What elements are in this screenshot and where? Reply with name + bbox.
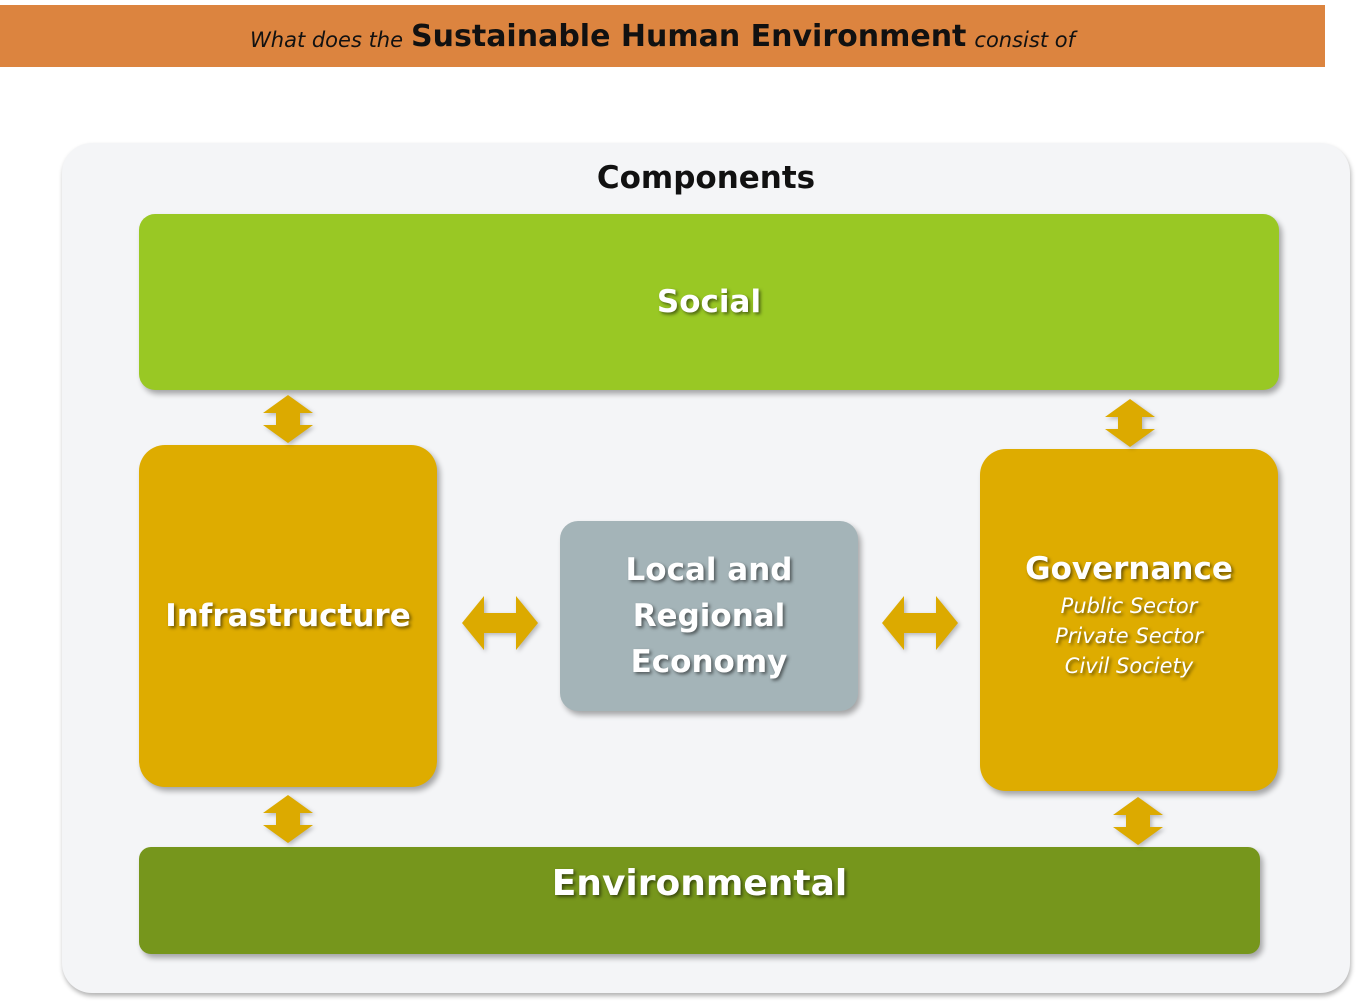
- governance-sub-civil: Civil Society: [1064, 654, 1194, 678]
- economy-box: Local and Regional Economy: [560, 521, 858, 711]
- title-emphasis: Sustainable Human Environment: [411, 18, 967, 54]
- double-arrow-horizontal-icon: [462, 596, 538, 650]
- economy-label-line-2: Regional: [632, 598, 786, 634]
- infrastructure-label: Infrastructure: [165, 598, 411, 634]
- governance-sub-public: Public Sector: [1060, 594, 1198, 618]
- environmental-box: Environmental: [139, 847, 1260, 954]
- double-arrow-horizontal-icon: [882, 596, 958, 650]
- governance-box: Governance Public Sector Private Sector …: [980, 449, 1278, 791]
- governance-label: Governance: [1025, 551, 1233, 587]
- title-suffix: consist of: [974, 27, 1075, 52]
- double-arrow-vertical-icon: [263, 795, 313, 843]
- title-banner: What does the Sustainable Human Environm…: [0, 5, 1325, 67]
- environmental-label: Environmental: [551, 863, 848, 904]
- components-title: Components: [596, 160, 816, 196]
- governance-sub-private: Private Sector: [1055, 624, 1203, 648]
- social-label: Social: [656, 284, 762, 320]
- double-arrow-vertical-icon: [263, 395, 313, 443]
- economy-label-line-1: Local and: [625, 552, 793, 588]
- title-prefix: What does the: [250, 27, 404, 52]
- double-arrow-vertical-icon: [1113, 797, 1163, 845]
- infrastructure-box: Infrastructure: [139, 445, 437, 787]
- double-arrow-vertical-icon: [1105, 399, 1155, 447]
- social-box: Social: [139, 214, 1279, 390]
- economy-label-line-3: Economy: [630, 644, 788, 680]
